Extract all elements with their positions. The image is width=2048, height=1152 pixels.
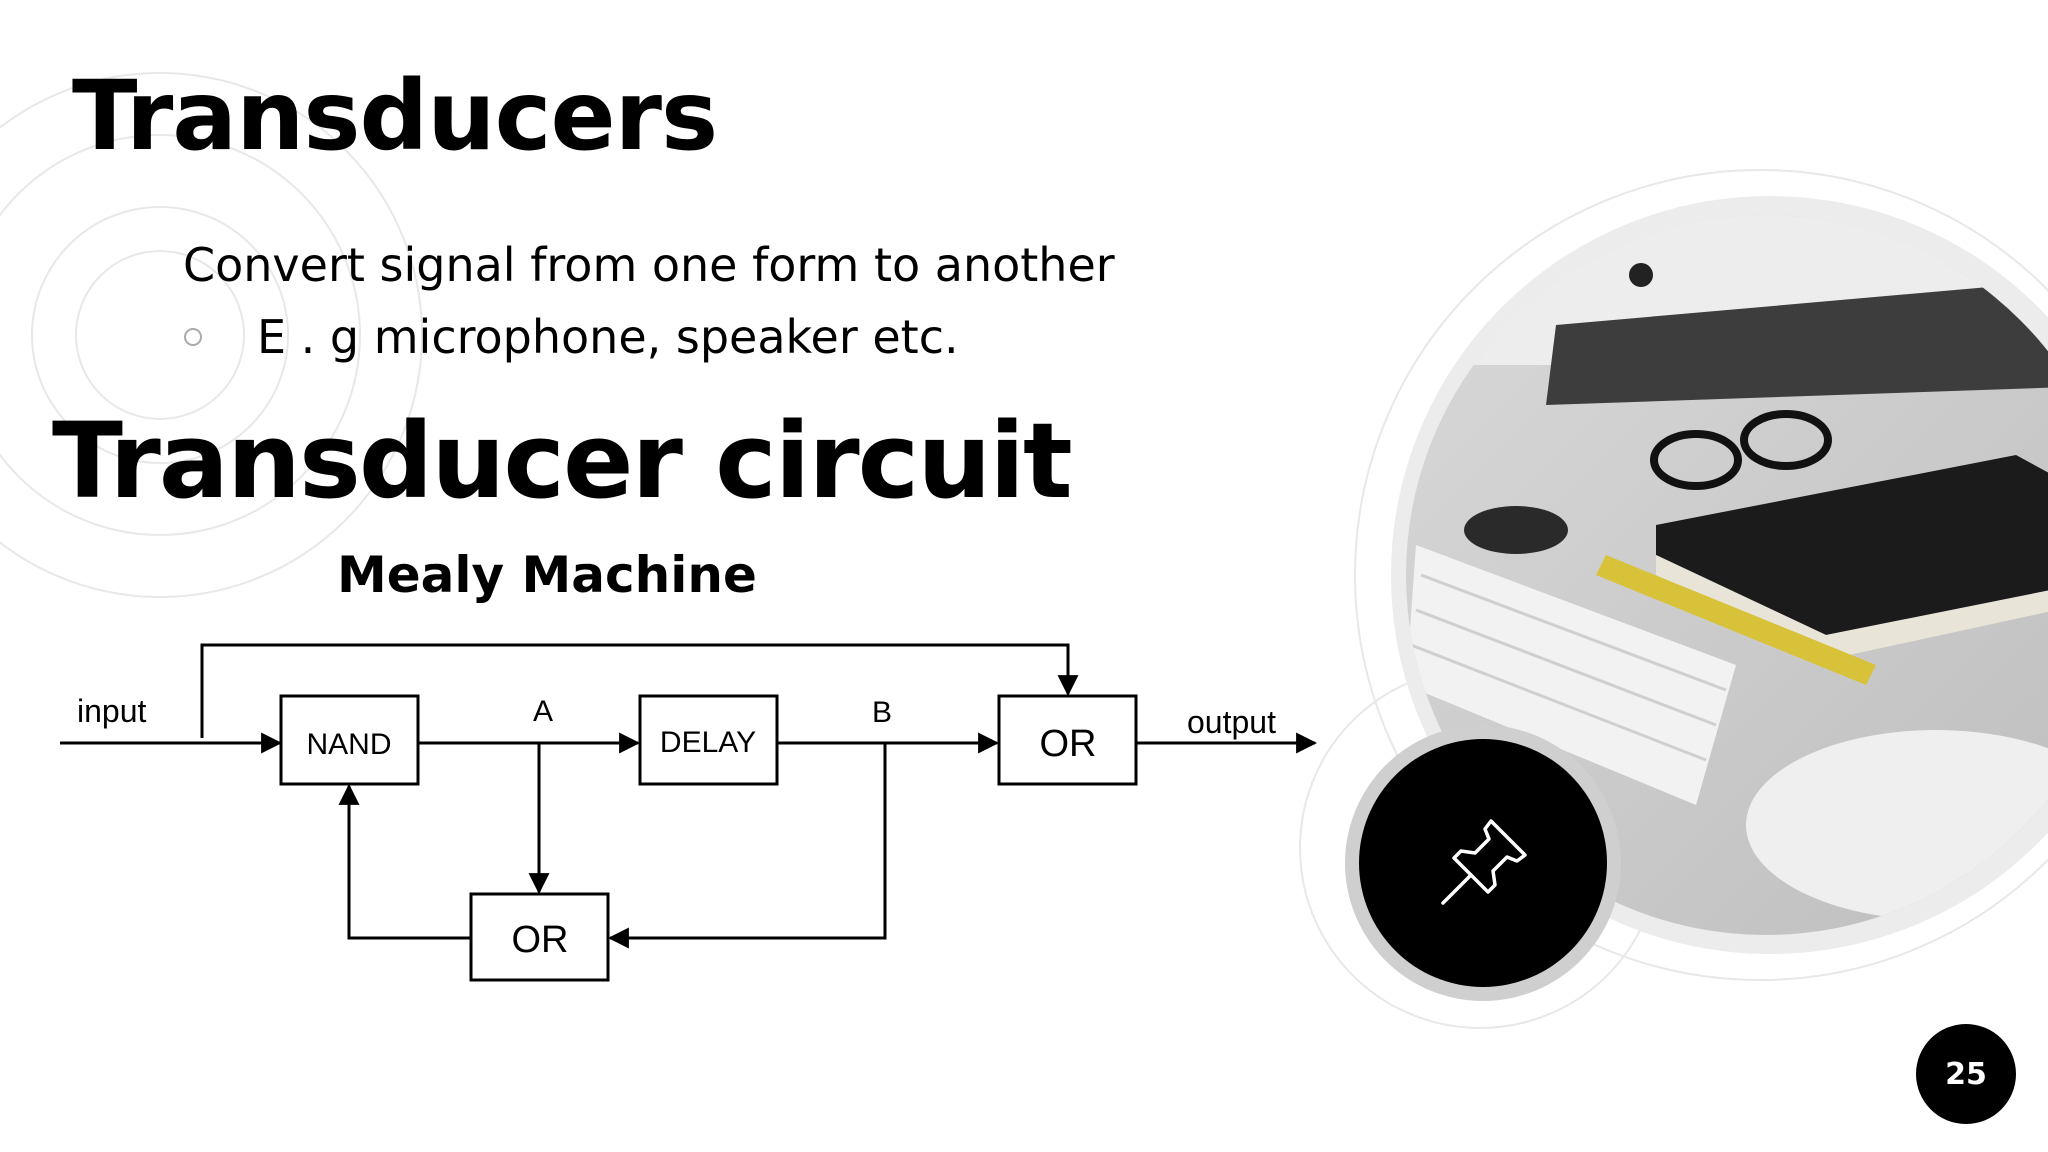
pushpin-icon bbox=[1441, 819, 1527, 905]
or-top-label: OR bbox=[1040, 723, 1097, 765]
or-top-box bbox=[997, 694, 1138, 786]
pin-badge-inner bbox=[1359, 739, 1607, 987]
nand-box bbox=[279, 694, 420, 786]
page-number-badge: 25 bbox=[1916, 1024, 2016, 1124]
or-bottom-label: OR bbox=[512, 919, 569, 961]
bullet-main-text: Convert signal from one form to another bbox=[183, 238, 1115, 292]
hollow-circle-bullet-icon bbox=[184, 328, 202, 346]
input-label: input bbox=[77, 693, 147, 729]
top-feedback-wire bbox=[200, 643, 1079, 738]
delay-label: DELAY bbox=[660, 726, 756, 759]
or-bottom-box bbox=[469, 892, 610, 982]
delay-box bbox=[638, 694, 779, 786]
wire-or-to-nand bbox=[338, 783, 471, 940]
wire-b-feedback bbox=[607, 743, 887, 949]
pin-badge bbox=[1345, 725, 1621, 1001]
slide-title: Transducers bbox=[72, 60, 718, 172]
bullet-sub-text: E . g microphone, speaker etc. bbox=[257, 310, 959, 364]
slide-subtitle: Transducer circuit bbox=[52, 400, 1073, 522]
label-a: A bbox=[533, 695, 553, 728]
diagram-title: Mealy Machine bbox=[337, 546, 757, 604]
label-b: B bbox=[872, 696, 892, 729]
nand-label: NAND bbox=[306, 728, 391, 761]
output-label: output bbox=[1187, 704, 1276, 740]
